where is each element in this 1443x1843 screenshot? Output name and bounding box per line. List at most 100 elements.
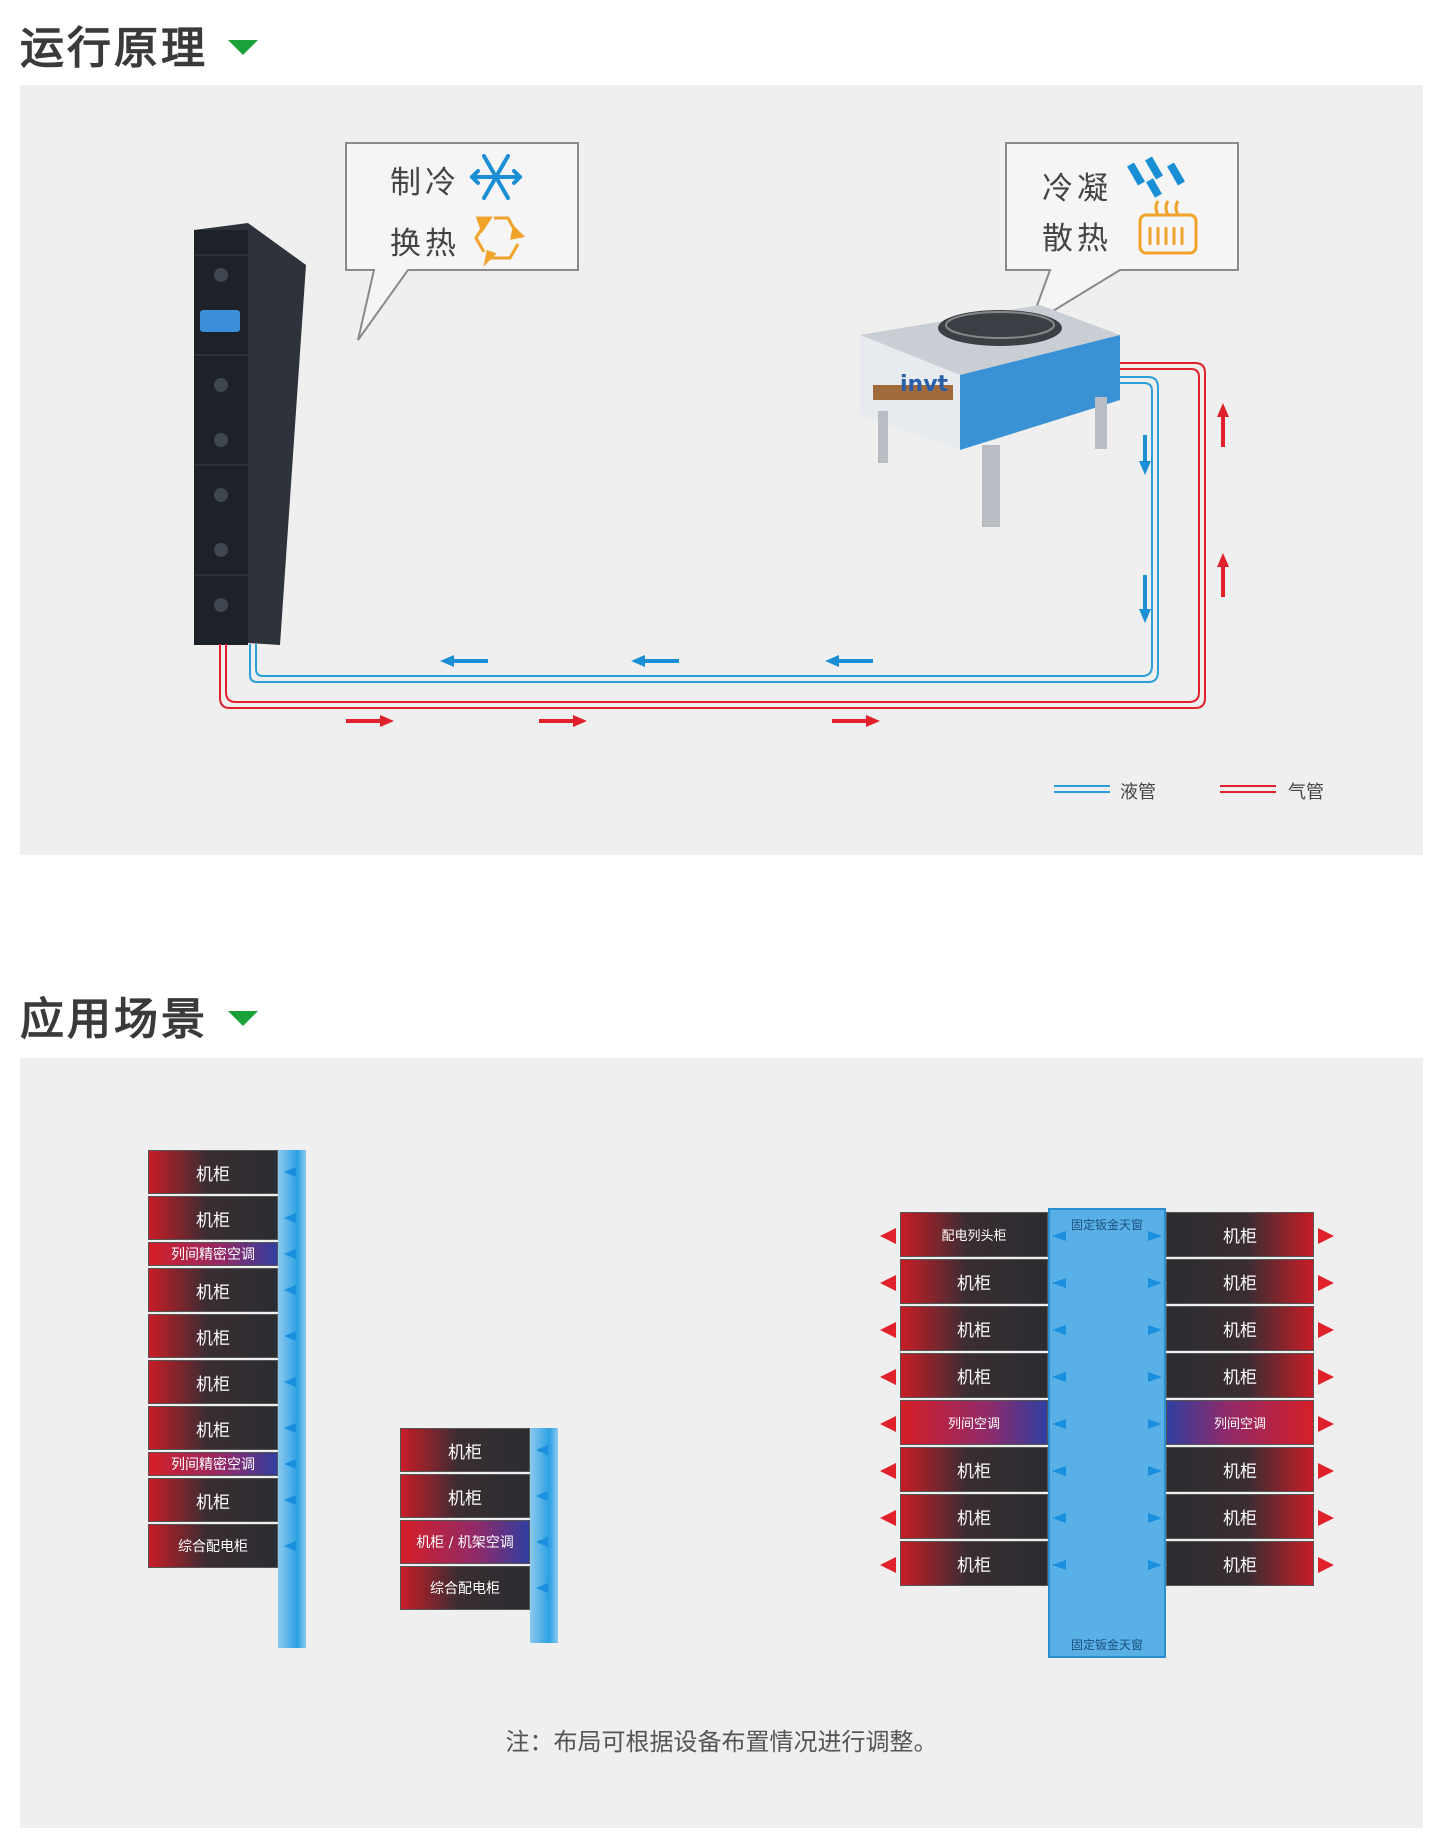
cold-air-arrow-icon (1148, 1277, 1162, 1288)
layout-a-row-label: 机柜 (196, 1492, 230, 1513)
layout-c-left-cabinet: 机柜 (900, 1494, 1048, 1539)
layout-a-row-label: 综合配电柜 (178, 1539, 248, 1555)
layout-a-row: 机柜 (148, 1478, 278, 1522)
layout-b-row-label: 机柜 (448, 1442, 482, 1463)
layout-note: 注：布局可根据设备布置情况进行调整。 (505, 1728, 938, 1756)
layout-a-row-label: 机柜 (196, 1374, 230, 1395)
layout-c-left-cabinet: 列间空调 (900, 1400, 1048, 1445)
bubble-left-cooling: 制冷 (390, 165, 460, 201)
hot-air-arrow-icon (1318, 1556, 1334, 1573)
layout-a-row-label: 列间精密空调 (171, 1247, 255, 1263)
layout-a-row: 列间精密空调 (148, 1452, 278, 1476)
layout-c-left-cabinet: 机柜 (900, 1306, 1048, 1351)
layout-c-right-cabinet: 机柜 (1166, 1494, 1314, 1539)
hot-air-arrow-icon (1318, 1368, 1334, 1385)
layout-b-row: 综合配电柜 (400, 1566, 530, 1610)
hot-air-arrow-icon (1318, 1321, 1334, 1338)
layout-a-cold-aisle (278, 1150, 306, 1648)
cold-air-arrow-icon (1148, 1465, 1162, 1476)
hot-air-arrow-icon (880, 1462, 896, 1479)
layout-c-cabinet-label: 机柜 (1223, 1556, 1257, 1576)
cold-air-arrow-icon (284, 1167, 296, 1177)
cold-air-arrow-icon (284, 1249, 296, 1259)
layout-c-cabinet-label: 机柜 (957, 1368, 991, 1388)
cold-air-arrow-icon (284, 1541, 296, 1551)
legend-gas-line (1220, 785, 1276, 793)
hot-air-arrow-icon (880, 1227, 896, 1244)
cold-air-arrow-icon (1052, 1418, 1066, 1429)
layout-b-row: 机柜 (400, 1428, 530, 1472)
layout-a: 机柜机柜列间精密空调机柜机柜机柜机柜列间精密空调机柜综合配电柜 (148, 1150, 328, 1648)
hot-air-arrow-icon (1318, 1509, 1334, 1526)
cold-air-arrow-icon (1052, 1371, 1066, 1382)
layout-b-row-label: 机柜 / 机架空调 (416, 1535, 514, 1551)
layout-c-right-cabinet: 机柜 (1166, 1447, 1314, 1492)
layout-a-row: 机柜 (148, 1360, 278, 1404)
legend-gas-label: 气管 (1288, 782, 1324, 803)
layout-b-row: 机柜 (400, 1474, 530, 1518)
cold-air-arrow-icon (284, 1377, 296, 1387)
hot-air-arrow-icon (880, 1321, 896, 1338)
cold-air-arrow-icon (1148, 1230, 1162, 1241)
heat-dissipation-icon (1138, 200, 1198, 255)
hot-air-arrow-icon (880, 1415, 896, 1432)
outdoor-condenser: invt (860, 305, 1120, 527)
layout-c-cabinet-label: 列间空调 (947, 1417, 1000, 1432)
cold-air-arrow-icon (284, 1423, 296, 1433)
layout-c-cabinet-label: 机柜 (957, 1321, 991, 1341)
hot-air-arrow-icon (1318, 1274, 1334, 1291)
cold-air-arrow-icon (284, 1285, 296, 1295)
cold-air-arrow-icon (1052, 1559, 1066, 1570)
layout-c-cold-aisle (1048, 1208, 1166, 1658)
layout-c-cabinet-label: 机柜 (957, 1462, 991, 1482)
caret-down-icon (228, 1010, 258, 1026)
legend-liquid-line (1054, 785, 1110, 793)
hot-air-arrow-icon (880, 1274, 896, 1291)
layout-c-cabinet-label: 机柜 (1223, 1509, 1257, 1529)
cold-air-arrow-icon (1148, 1559, 1162, 1570)
cold-air-arrow-icon (536, 1445, 548, 1455)
layout-a-row: 机柜 (148, 1406, 278, 1450)
section-title-principle: 运行原理 (20, 12, 258, 76)
layout-c-cabinet-label: 机柜 (1223, 1462, 1257, 1482)
bubble-right-dissipate: 散热 (1042, 221, 1112, 257)
layout-a-row: 机柜 (148, 1268, 278, 1312)
gas-flow-arrows (346, 403, 1229, 727)
scenario-panel: 机柜机柜列间精密空调机柜机柜机柜机柜列间精密空调机柜综合配电柜 机柜机柜机柜 /… (20, 1058, 1423, 1828)
caret-down-icon (228, 39, 258, 55)
layout-c-cabinet-label: 机柜 (957, 1274, 991, 1294)
layout-c-right-cabinet: 机柜 (1166, 1353, 1314, 1398)
hot-air-arrow-icon (1318, 1227, 1334, 1244)
cold-air-arrow-icon (1148, 1512, 1162, 1523)
speech-bubble-left (345, 142, 579, 341)
layout-c-cabinet-label: 机柜 (1223, 1368, 1257, 1388)
liquid-flow-arrows (440, 435, 1151, 667)
gas-pipe (219, 362, 1206, 709)
cold-air-arrow-icon (536, 1537, 548, 1547)
legend-liquid-label: 液管 (1120, 782, 1156, 803)
top-window: 固定钣金天窗 (1070, 1218, 1143, 1232)
layout-c-left-cabinet: 机柜 (900, 1353, 1048, 1398)
layout-c-right-cabinet: 列间空调 (1166, 1400, 1314, 1445)
condensation-icon (1127, 156, 1185, 198)
layout-c-cabinet-label: 机柜 (957, 1556, 991, 1576)
layout-c-cabinet-label: 机柜 (1223, 1274, 1257, 1294)
bubble-right-condense: 冷凝 (1042, 171, 1112, 207)
recycle-icon (474, 216, 526, 267)
layout-a-row-label: 机柜 (196, 1164, 230, 1185)
section-title-scenario: 应用场景 (20, 983, 258, 1047)
layout-a-row-label: 列间精密空调 (171, 1457, 255, 1473)
cold-air-arrow-icon (284, 1459, 296, 1469)
layout-c-cabinet-label: 列间空调 (1213, 1417, 1266, 1432)
layout-c-right-cabinet: 机柜 (1166, 1306, 1314, 1351)
layout-a-row: 列间精密空调 (148, 1242, 278, 1266)
hot-air-arrow-icon (1318, 1462, 1334, 1479)
layout-a-row-label: 机柜 (196, 1282, 230, 1303)
cold-air-arrow-icon (536, 1491, 548, 1501)
cold-air-arrow-icon (1052, 1465, 1066, 1476)
cold-air-arrow-icon (284, 1495, 296, 1505)
layout-a-row-label: 机柜 (196, 1420, 230, 1441)
layout-c-right-cabinet: 机柜 (1166, 1541, 1314, 1586)
layout-b-row: 机柜 / 机架空调 (400, 1520, 530, 1564)
svg-text:invt: invt (900, 372, 949, 397)
